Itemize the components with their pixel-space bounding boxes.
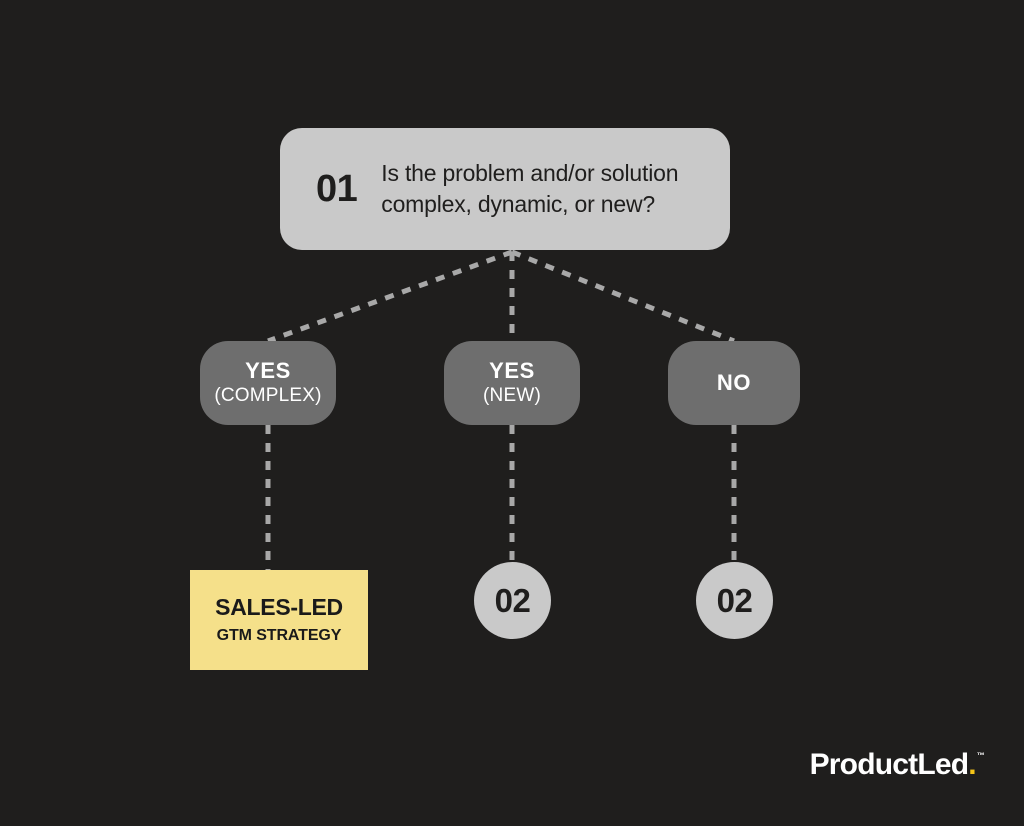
decision-label: YES: [489, 357, 535, 383]
outcome-step-circle-02-new[interactable]: 02: [474, 562, 551, 639]
productled-logo: ProductLed . ™: [809, 748, 985, 781]
outcome-step-circle-02-no[interactable]: 02: [696, 562, 773, 639]
logo-dot: .: [968, 748, 976, 781]
logo-wordmark: ProductLed: [809, 748, 969, 781]
decision-sublabel: (NEW): [483, 385, 541, 407]
connector-question-to-no: [511, 249, 735, 344]
step-circle-label: 02: [494, 581, 531, 619]
logo-trademark-icon: ™: [976, 751, 985, 760]
outcome-sales-led-card[interactable]: SALES-LED GTM STRATEGY: [190, 570, 368, 670]
connector-question-to-yes-complex: [267, 249, 513, 344]
decision-label: NO: [716, 370, 752, 396]
question-text: Is the problem and/or solution complex, …: [381, 160, 679, 217]
strategy-subtitle: GTM STRATEGY: [216, 626, 342, 644]
decision-node-yes-new[interactable]: YES (NEW): [444, 341, 580, 425]
question-node-01[interactable]: 01 Is the problem and/or solution comple…: [280, 128, 730, 250]
question-number: 01: [316, 168, 358, 210]
step-circle-label: 02: [716, 581, 753, 619]
decision-label: YES: [245, 357, 291, 383]
decision-node-no[interactable]: NO: [668, 341, 800, 425]
decision-sublabel: (COMPLEX): [214, 385, 322, 407]
decision-node-yes-complex[interactable]: YES (COMPLEX): [200, 341, 336, 425]
strategy-title: SALES-LED: [215, 594, 343, 621]
